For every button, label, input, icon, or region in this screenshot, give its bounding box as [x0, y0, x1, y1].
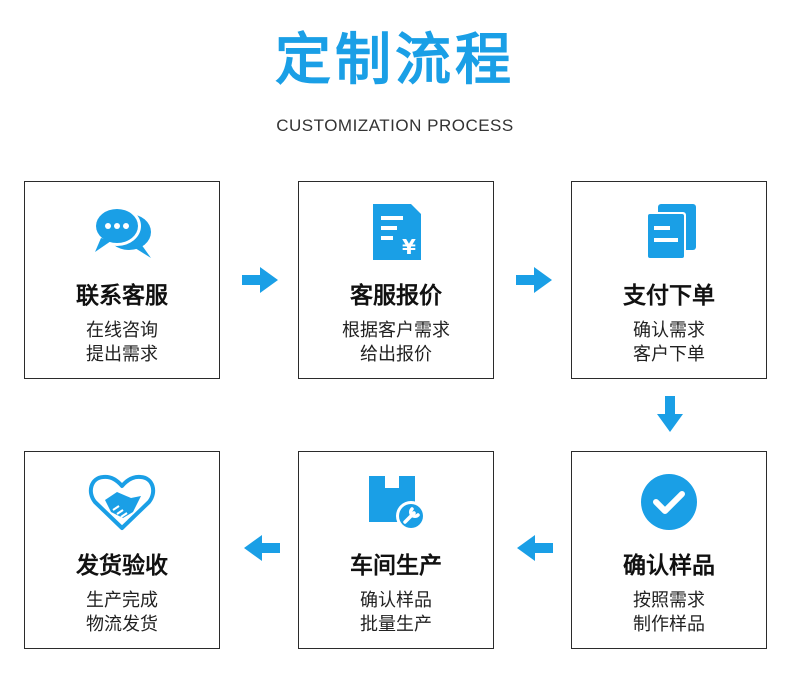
documents-icon	[634, 202, 704, 262]
wrench-box-icon	[361, 472, 431, 532]
arrow-right-icon	[242, 267, 278, 293]
step-card-sample: 确认样品 按照需求 制作样品	[571, 451, 767, 649]
step-desc-line2: 给出报价	[360, 344, 432, 365]
page-subtitle: CUSTOMIZATION PROCESS	[276, 116, 514, 135]
checkmark-circle-icon	[634, 472, 704, 532]
step-desc-line2: 制作样品	[633, 614, 705, 635]
step-card-production: 车间生产 确认样品 批量生产	[298, 451, 494, 649]
step-name: 联系客服	[76, 283, 168, 309]
step-name: 发货验收	[76, 553, 168, 579]
step-card-quote: ¥ 客服报价 根据客户需求 给出报价	[298, 181, 494, 379]
step-name: 客服报价	[350, 283, 442, 309]
step-desc-line1: 根据客户需求	[342, 320, 450, 341]
step-desc-line2: 批量生产	[360, 614, 432, 635]
step-desc-line1: 在线咨询	[86, 320, 158, 341]
step-desc-line2: 提出需求	[86, 344, 158, 365]
step-desc-line1: 按照需求	[633, 590, 705, 611]
page-title: 定制流程	[275, 28, 515, 93]
step-name: 确认样品	[623, 553, 715, 579]
step-name: 车间生产	[350, 553, 442, 579]
arrow-left-icon	[244, 535, 280, 561]
arrow-left-icon	[517, 535, 553, 561]
step-desc-line2: 物流发货	[86, 614, 158, 635]
step-card-order: 支付下单 确认需求 客户下单	[571, 181, 767, 379]
step-card-acceptance: 发货验收 生产完成 物流发货	[24, 451, 220, 649]
step-desc-line2: 客户下单	[633, 344, 705, 365]
arrow-right-icon	[516, 267, 552, 293]
step-desc-line1: 确认样品	[360, 590, 432, 611]
step-card-contact: 联系客服 在线咨询 提出需求	[24, 181, 220, 379]
handshake-heart-icon	[87, 472, 157, 532]
step-name: 支付下单	[623, 283, 715, 309]
step-desc-line1: 生产完成	[86, 590, 158, 611]
step-desc-line1: 确认需求	[633, 320, 705, 341]
price-quote-icon: ¥	[361, 202, 431, 262]
arrow-down-icon	[657, 396, 683, 432]
svg-text:¥: ¥	[402, 235, 416, 259]
chat-bubbles-icon	[87, 202, 157, 262]
